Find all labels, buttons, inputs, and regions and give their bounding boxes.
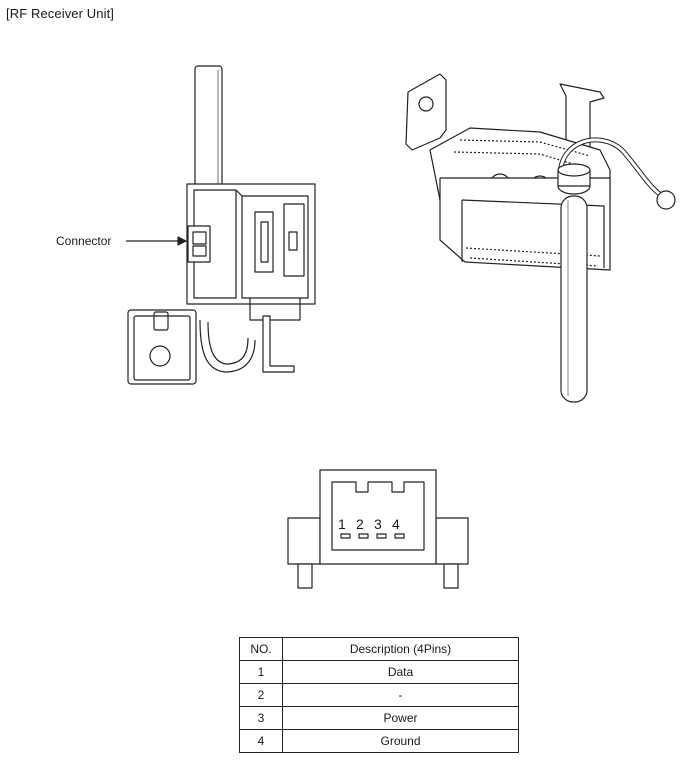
column-header-no: NO. (239, 637, 283, 661)
pin-number-3: 3 (374, 516, 382, 532)
figure-title: [RF Receiver Unit] (6, 6, 114, 21)
table-row: 4 Ground (239, 729, 519, 753)
table-row: 1 Data (239, 660, 519, 684)
column-header-description: Description (4Pins) (282, 637, 519, 661)
pin-description-cell: - (282, 683, 519, 707)
pin-no-cell: 4 (239, 729, 283, 753)
receiver-side-view (127, 65, 316, 385)
pin-no-cell: 1 (239, 660, 283, 684)
table-header-row: NO. Description (4Pins) (239, 637, 519, 661)
table-row: 2 - (239, 683, 519, 707)
connector-face-view (287, 469, 469, 589)
pin-description-cell: Data (282, 660, 519, 684)
pin-number-4: 4 (392, 516, 400, 532)
pin-no-cell: 2 (239, 683, 283, 707)
connector-callout-label: Connector (56, 234, 112, 248)
pin-description-cell: Power (282, 706, 519, 730)
pin-number-1: 1 (338, 516, 346, 532)
pin-description-table: NO. Description (4Pins) 1 Data 2 - 3 Pow… (239, 637, 519, 753)
pin-no-cell: 3 (239, 706, 283, 730)
pin-number-2: 2 (356, 516, 364, 532)
pin-description-cell: Ground (282, 729, 519, 753)
receiver-isometric-view (405, 73, 676, 403)
table-row: 3 Power (239, 706, 519, 730)
